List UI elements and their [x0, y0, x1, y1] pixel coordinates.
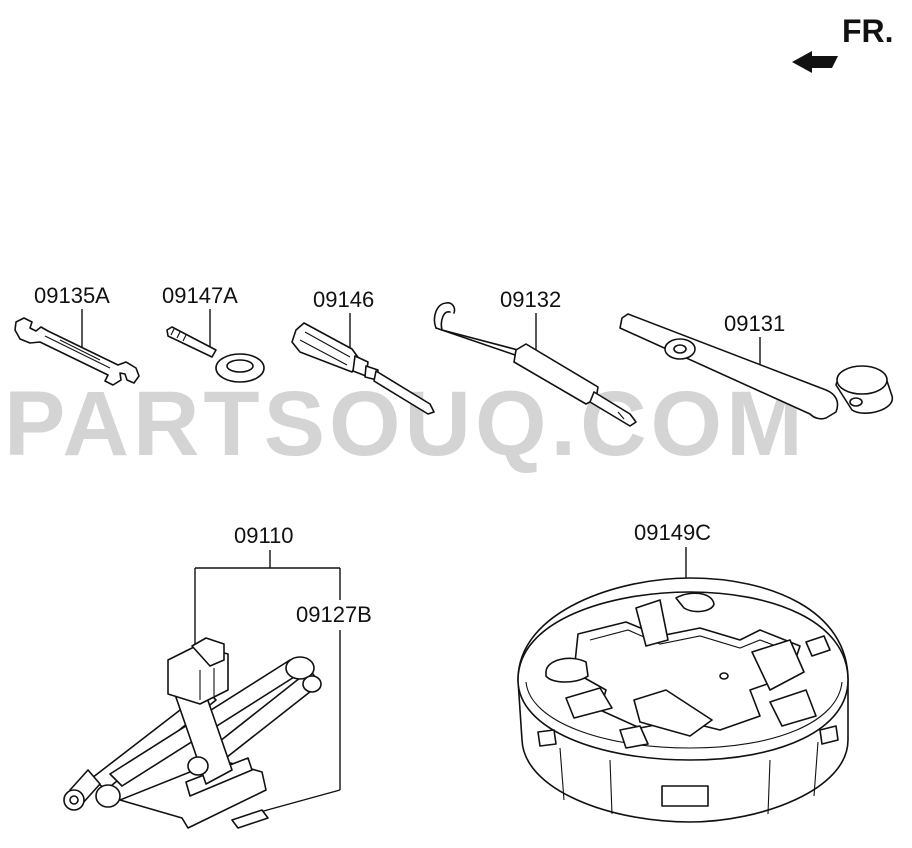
part-number-09131: 09131 [724, 311, 785, 336]
tow-hook-shaft [166, 326, 217, 358]
hook-end-icon [433, 302, 456, 329]
part-number-09132: 09132 [500, 287, 561, 312]
part-number-09110: 09110 [234, 523, 294, 548]
part-jack-assembly[interactable]: 09110 09127B [63, 523, 372, 829]
front-arrow-icon [792, 51, 838, 73]
jack-caution-label-icon [231, 809, 269, 829]
jack-handle-shaft [589, 391, 637, 427]
screwdriver-shaft [373, 370, 435, 415]
part-number-09147a: 09147A [162, 283, 238, 308]
tool-tray-hook-slot [675, 592, 715, 613]
part-tow-hook[interactable]: 09147A [162, 283, 265, 383]
part-lug-wrench[interactable]: 09131 [619, 311, 893, 420]
tool-tray-notch [661, 785, 709, 807]
part-number-09135a: 09135A [34, 283, 110, 308]
front-direction-label: FR. [842, 13, 894, 49]
tool-tray-jack-slot [633, 689, 713, 737]
part-screwdriver[interactable]: 09146 [291, 287, 435, 415]
part-number-09149c: 09149C [634, 520, 711, 545]
part-tool-tray[interactable]: 09149C [517, 520, 849, 823]
part-jack-handle[interactable]: 09132 [433, 287, 637, 427]
part-number-09127b: 09127B [296, 602, 372, 627]
front-direction-indicator: FR. [792, 13, 894, 73]
part-wrench[interactable]: 09135A [14, 283, 140, 386]
part-number-09146: 09146 [313, 287, 374, 312]
